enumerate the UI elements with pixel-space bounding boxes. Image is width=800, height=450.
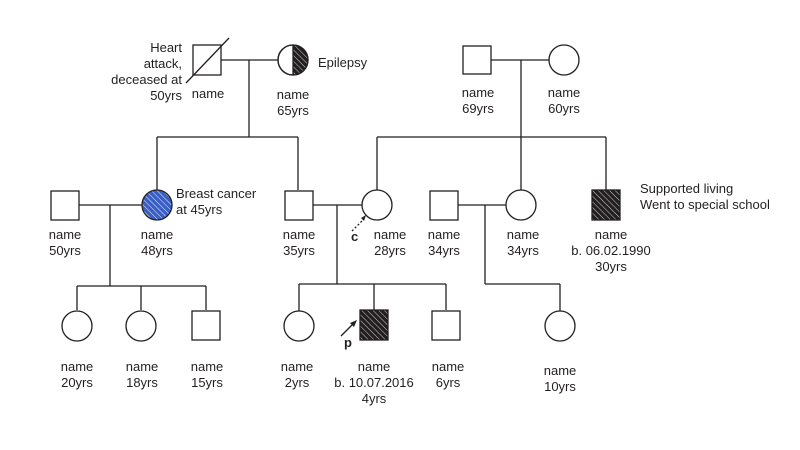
consultand-arrow: [351, 218, 365, 232]
individual-label: name 50yrs: [48, 227, 82, 258]
generation-3: [61, 309, 576, 342]
individual-label: name 15yrs: [190, 359, 224, 390]
individual-label: name 65yrs: [276, 87, 310, 118]
male-symbol: [431, 310, 461, 341]
male-symbol-affected: [591, 189, 621, 221]
female-symbol: [544, 310, 576, 342]
female-symbol: [548, 44, 580, 76]
individual-label: name b. 06.02.1990 30yrs: [571, 227, 651, 274]
individual-label: name 48yrs: [140, 227, 174, 258]
condition-label: Epilepsy: [318, 55, 368, 70]
male-symbol: [429, 190, 459, 221]
proband-marker: p: [344, 335, 352, 350]
generation-1: [185, 37, 580, 84]
individual-label: name 69yrs: [461, 85, 495, 116]
connector-lines: [76, 59, 607, 311]
individual-label: name 35yrs: [282, 227, 316, 258]
consultand-marker: c: [351, 229, 359, 244]
male-symbol: [284, 190, 314, 221]
consultand-arrowhead: [361, 215, 366, 221]
deceased-slash: [185, 37, 230, 84]
individual-label: name 20yrs: [60, 359, 94, 390]
male-symbol: [462, 45, 492, 75]
male-symbol: [191, 310, 221, 341]
male-symbol: [50, 190, 80, 221]
generation-2: [50, 189, 621, 221]
individual-label: name 2yrs: [280, 359, 314, 390]
proband-arrow: [340, 323, 354, 337]
individual-label: name 34yrs: [427, 227, 461, 258]
male-symbol-affected: [359, 309, 389, 341]
condition-label: Breast cancer at 45yrs: [176, 186, 257, 217]
female-symbol: [125, 310, 157, 342]
individual-label: name b. 10.07.2016 4yrs: [334, 359, 414, 406]
condition-label: Supported living Went to special school: [640, 181, 770, 212]
female-symbol: [61, 310, 93, 342]
female-symbol: [505, 189, 537, 221]
male-symbol-deceased: [192, 44, 222, 76]
individual-label: name 18yrs: [125, 359, 159, 390]
individual-label: name 60yrs: [547, 85, 581, 116]
female-symbol: [361, 189, 393, 221]
note-heart-attack: Heart attack, deceased at 50yrs: [111, 40, 182, 103]
individual-label: name: [191, 86, 225, 101]
female-symbol: [283, 310, 315, 342]
marker-arrows: [340, 215, 366, 337]
individual-label: name 10yrs: [543, 363, 577, 394]
female-symbol-half-affected: [277, 44, 309, 76]
female-symbol-affected-blue: [141, 189, 173, 221]
individual-label: name 28yrs: [373, 227, 407, 258]
individual-label: name 34yrs: [506, 227, 540, 258]
individual-label: name 6yrs: [431, 359, 465, 390]
proband-arrowhead: [350, 320, 357, 327]
